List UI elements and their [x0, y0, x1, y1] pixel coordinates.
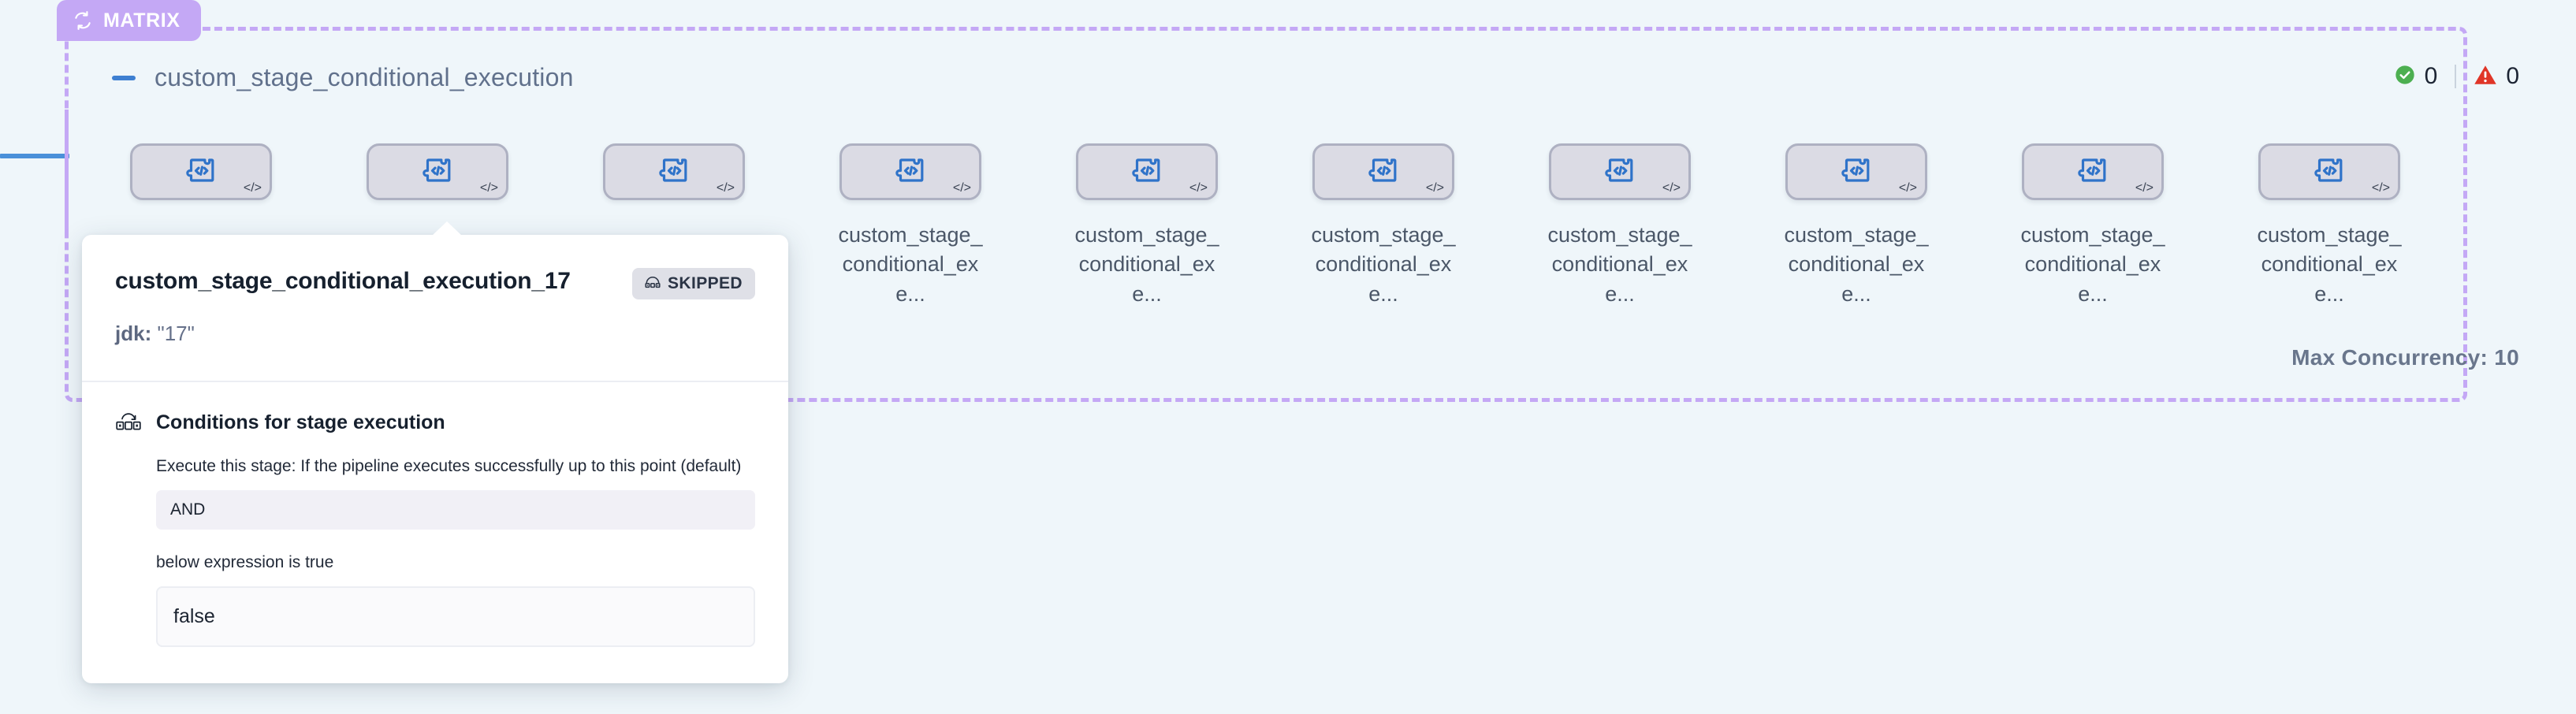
code-brackets-icon: </> — [479, 181, 498, 195]
tooltip-matrix-value: "17" — [157, 322, 195, 345]
code-brackets-icon: </> — [1425, 181, 1444, 195]
custom-stage-code-icon — [1604, 154, 1636, 190]
status-counters: 0 0 — [2394, 63, 2519, 90]
stage-node-label: custom_stage_conditional_exe... — [2257, 223, 2402, 306]
stage-node-card[interactable]: </> — [2022, 143, 2164, 200]
stage-node-card[interactable]: </> — [1312, 143, 1454, 200]
code-brackets-icon: </> — [1189, 181, 1208, 195]
success-count: 0 — [2424, 63, 2438, 89]
conditions-section-header: Conditions for stage execution — [115, 409, 755, 437]
stage-node-card[interactable]: </> — [367, 143, 508, 200]
stage-tooltip-popover: custom_stage_conditional_execution_17 SK… — [82, 221, 788, 684]
stage-node-card[interactable]: </> — [1785, 143, 1927, 200]
stage-node-8[interactable]: </> custom_stage_conditional_exe... — [1784, 143, 1929, 309]
tooltip-matrix-axis: jdk: "17" — [115, 322, 755, 346]
stage-node-label: custom_stage_conditional_exe... — [1311, 223, 1456, 306]
stage-node-1[interactable]: </>custom_stage_conditional_exe... — [130, 143, 272, 309]
counter-divider — [2455, 65, 2457, 88]
tooltip-arrow — [432, 221, 462, 236]
loop-refresh-icon — [73, 10, 93, 31]
tooltip-matrix-key: jdk: — [115, 322, 152, 345]
stage-node-card[interactable]: </> — [603, 143, 745, 200]
group-title-row: custom_stage_conditional_execution — [110, 63, 574, 92]
stage-node-5[interactable]: </> custom_stage_conditional_exe... — [1074, 143, 1219, 309]
stage-node-label: custom_stage_conditional_exe... — [838, 223, 983, 306]
stage-node-9[interactable]: </> custom_stage_conditional_exe... — [2020, 143, 2165, 309]
stage-node-card[interactable]: </> — [1076, 143, 1218, 200]
custom-stage-code-icon — [2314, 154, 2345, 190]
stage-node-card[interactable]: </> — [839, 143, 981, 200]
code-brackets-icon: </> — [2135, 181, 2153, 195]
matrix-badge-label: MATRIX — [103, 9, 181, 32]
code-brackets-icon: </> — [952, 181, 971, 195]
stage-node-2[interactable]: </>custom_stage_conditional_exe... — [367, 143, 508, 309]
tooltip-title: custom_stage_conditional_execution_17 — [115, 268, 571, 294]
custom-stage-code-icon — [1131, 154, 1163, 190]
conditions-operator: AND — [156, 490, 755, 530]
stage-node-label: custom_stage_conditional_exe... — [1074, 223, 1219, 306]
custom-stage-code-icon — [422, 154, 453, 190]
tooltip-body: Conditions for stage execution Execute t… — [82, 382, 788, 683]
warning-count: 0 — [2506, 63, 2519, 89]
custom-stage-code-icon — [895, 154, 926, 190]
stage-node-label: custom_stage_conditional_exe... — [2020, 223, 2165, 306]
conditions-expression-label: below expression is true — [156, 553, 334, 572]
custom-stage-code-icon — [1368, 154, 1399, 190]
code-brackets-icon: </> — [716, 181, 735, 195]
stage-node-card[interactable]: </> — [130, 143, 272, 200]
tooltip-header: custom_stage_conditional_execution_17 SK… — [82, 235, 788, 382]
stage-node-card[interactable]: </> — [2258, 143, 2400, 200]
status-badge-label: SKIPPED — [668, 274, 743, 292]
matrix-group-edge-anchor — [65, 110, 69, 236]
page-title: custom_stage_conditional_execution — [154, 63, 574, 91]
stage-node-7[interactable]: </> custom_stage_conditional_exe... — [1547, 143, 1692, 309]
stage-node-card[interactable]: </> — [1549, 143, 1691, 200]
status-badge: SKIPPED — [632, 268, 755, 299]
custom-stage-code-icon — [185, 154, 217, 190]
conditions-flow-icon — [115, 409, 142, 437]
check-circle-icon — [2394, 64, 2416, 90]
stage-node-4[interactable]: </> custom_stage_conditional_exe... — [838, 143, 983, 309]
stage-node-6[interactable]: </> custom_stage_conditional_exe... — [1311, 143, 1456, 309]
stage-node-label: custom_stage_conditional_exe... — [1784, 223, 1929, 306]
conditions-heading: Conditions for stage execution — [156, 411, 445, 433]
stage-node-3[interactable]: </>custom_stage_conditional_exe... — [603, 143, 745, 309]
minus-icon[interactable] — [110, 65, 137, 91]
custom-stage-code-icon — [1841, 154, 1872, 190]
conditions-expression-value: false — [156, 586, 755, 648]
matrix-group-container — [65, 27, 2467, 402]
custom-stage-code-icon — [2077, 154, 2109, 190]
warning-triangle-icon — [2474, 64, 2497, 90]
code-brackets-icon: </> — [1662, 181, 1681, 195]
custom-stage-code-icon — [658, 154, 690, 190]
stage-node-label: custom_stage_conditional_exe... — [1547, 223, 1692, 306]
skipped-icon — [645, 275, 661, 292]
stage-node-10[interactable]: </> custom_stage_conditional_exe... — [2257, 143, 2402, 309]
code-brackets-icon: </> — [2371, 181, 2390, 195]
matrix-badge[interactable]: MATRIX — [57, 0, 201, 41]
conditions-description: Execute this stage: If the pipeline exec… — [156, 457, 742, 475]
success-counter: 0 — [2394, 63, 2438, 90]
code-brackets-icon: </> — [243, 181, 262, 195]
code-brackets-icon: </> — [1898, 181, 1917, 195]
incoming-edge-connector — [0, 154, 69, 158]
warning-counter: 0 — [2474, 63, 2519, 90]
max-concurrency-label: Max Concurrency: 10 — [2291, 345, 2519, 370]
